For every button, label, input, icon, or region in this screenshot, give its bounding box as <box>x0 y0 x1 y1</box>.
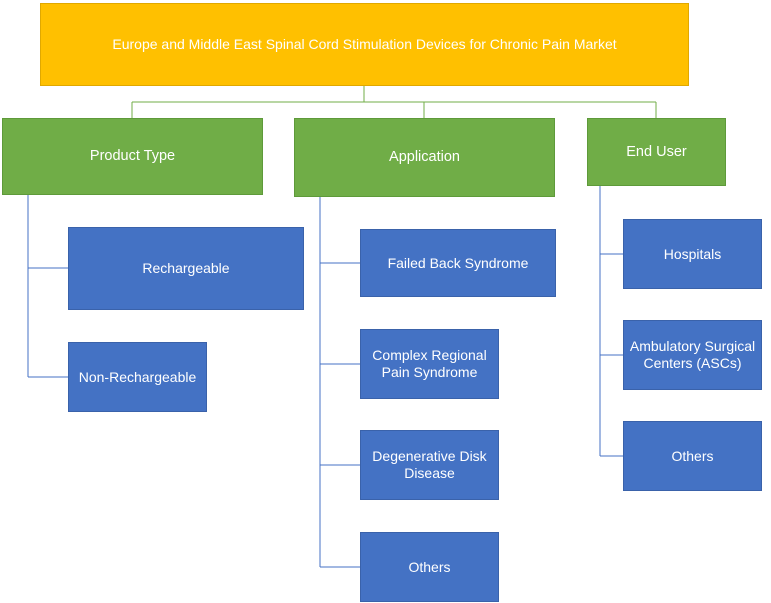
leaf-label: Hospitals <box>663 245 722 262</box>
leaf-failed-back-syndrome: Failed Back Syndrome <box>360 229 556 297</box>
leaf-ambulatory-surgical-centers: Ambulatory Surgical Centers (ASCs) <box>623 320 762 390</box>
leaf-label: Failed Back Syndrome <box>387 254 529 271</box>
leaf-rechargeable: Rechargeable <box>68 227 304 310</box>
category-label: Product Type <box>89 148 176 164</box>
leaf-label: Others <box>671 447 714 464</box>
category-label: Application <box>389 149 460 165</box>
root-node-label: Europe and Middle East Spinal Cord Stimu… <box>112 36 617 52</box>
leaf-hospitals: Hospitals <box>623 219 762 289</box>
leaf-end-user-others: Others <box>623 421 762 491</box>
leaf-label: Non-Rechargeable <box>78 368 197 385</box>
leaf-label: Ambulatory Surgical Centers (ASCs) <box>629 338 756 371</box>
category-application: Application <box>294 118 555 197</box>
leaf-complex-regional-pain-syndrome: Complex Regional Pain Syndrome <box>360 329 499 399</box>
leaf-non-rechargeable: Non-Rechargeable <box>68 342 207 412</box>
leaf-label: Rechargeable <box>142 260 230 276</box>
leaf-label: Others <box>408 558 451 575</box>
category-end-user: End User <box>587 118 726 186</box>
leaf-application-others: Others <box>360 532 499 602</box>
leaf-degenerative-disk-disease: Degenerative Disk Disease <box>360 430 499 500</box>
category-label: End User <box>626 143 687 160</box>
leaf-label: Degenerative Disk Disease <box>372 448 487 481</box>
root-node: Europe and Middle East Spinal Cord Stimu… <box>40 3 689 86</box>
leaf-label: Complex Regional Pain Syndrome <box>372 347 487 380</box>
category-product-type: Product Type <box>2 118 263 195</box>
